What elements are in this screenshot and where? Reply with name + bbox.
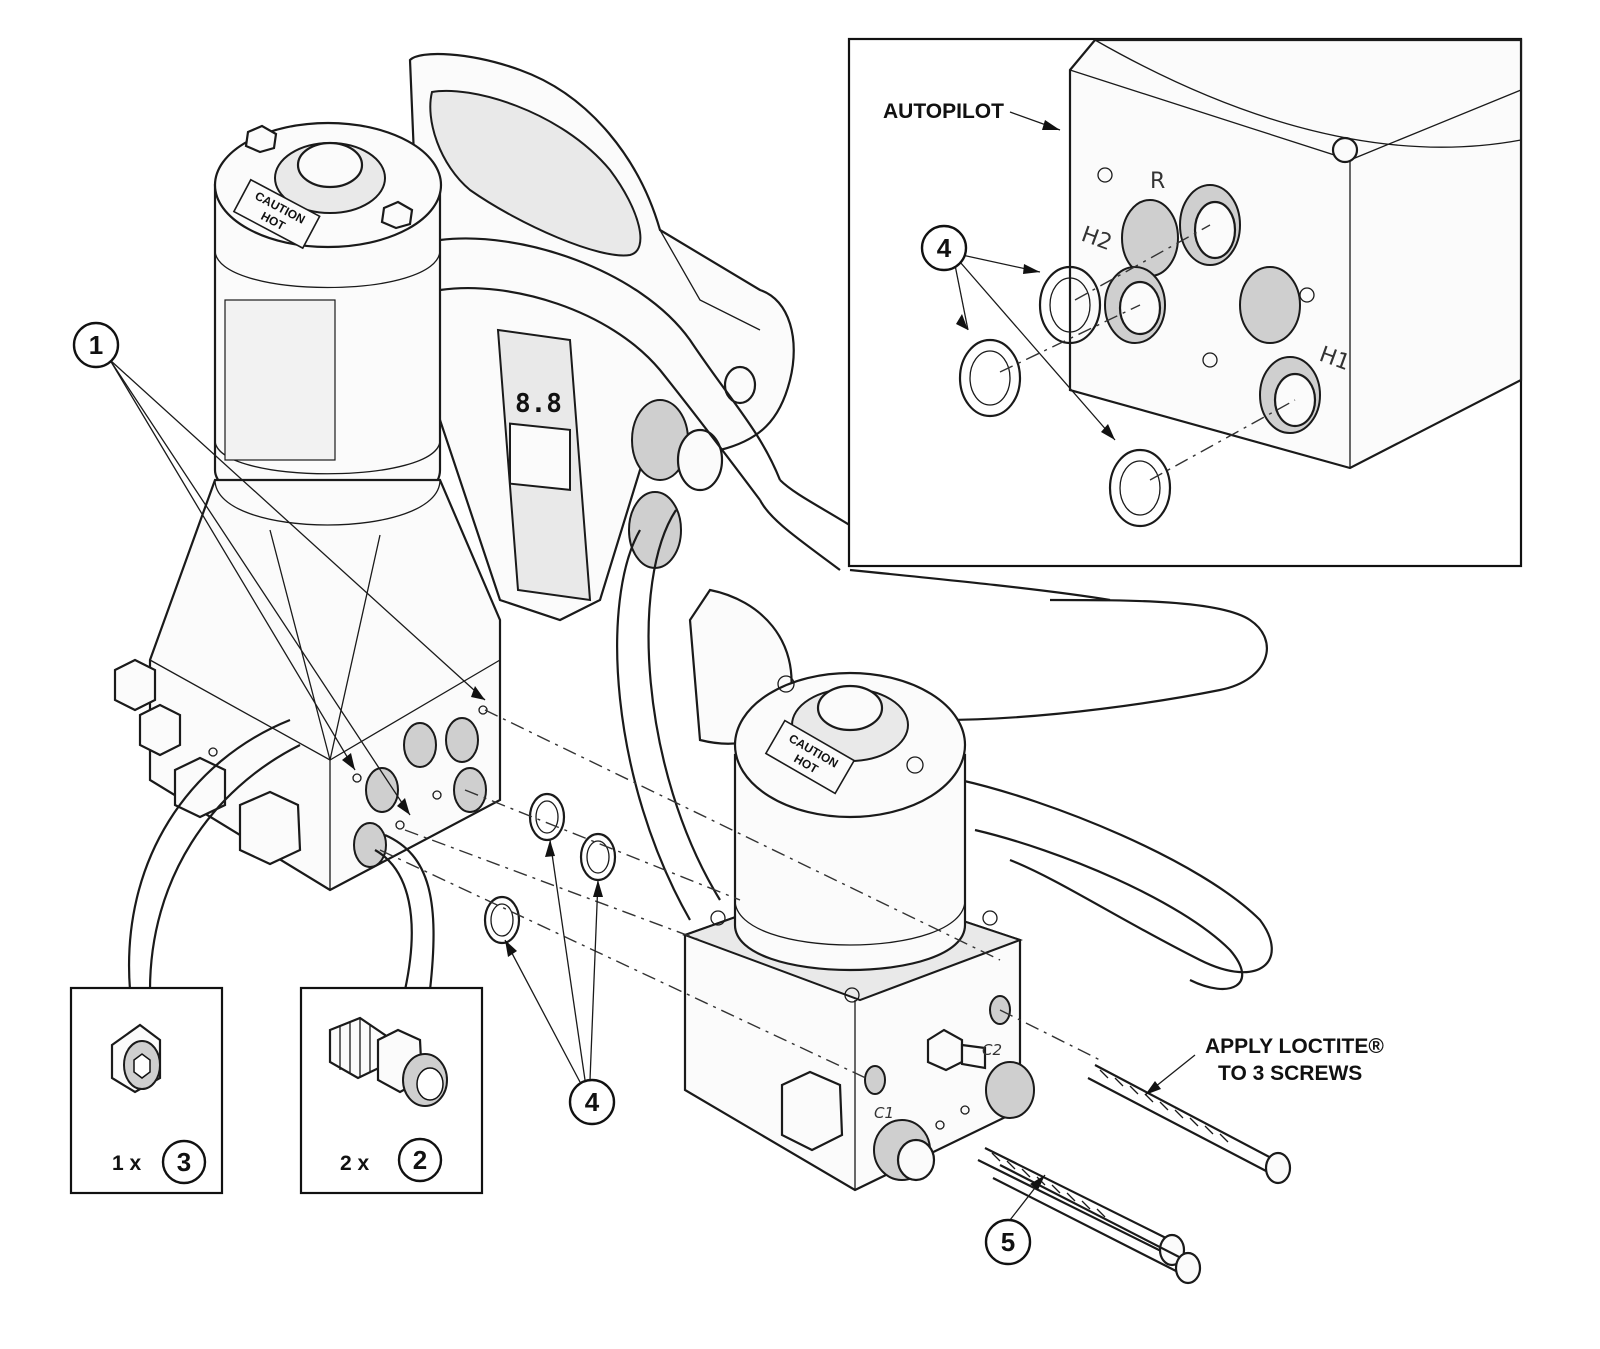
loctite-note: APPLY LOCTITE® TO 3 SCREWS bbox=[1205, 1035, 1384, 1085]
screw-short-a bbox=[977, 1147, 1186, 1267]
detail-box-fitting: 2 x 2 bbox=[299, 986, 484, 1195]
detail-box-plug: 1 x 3 bbox=[69, 986, 224, 1195]
fitting-quantity: 2 x bbox=[340, 1152, 370, 1175]
fitting-c2 bbox=[926, 1028, 1035, 1119]
callout-1: 1 bbox=[72, 321, 120, 369]
svg-text:4: 4 bbox=[585, 1087, 600, 1117]
cable-gland-upper bbox=[631, 399, 724, 492]
autopilot-label: AUTOPILOT bbox=[883, 100, 1004, 123]
port-label-c1: C1 bbox=[874, 1104, 894, 1122]
plug-icon bbox=[110, 1023, 162, 1094]
fitting-c1 bbox=[873, 1119, 936, 1182]
display-readout: 8.8 bbox=[515, 389, 562, 419]
o-ring-middle bbox=[579, 832, 617, 882]
svg-text:TO 3 SCREWS: TO 3 SCREWS bbox=[1218, 1062, 1362, 1085]
port-label-r: R bbox=[1150, 169, 1165, 194]
port-label-c2: C2 bbox=[982, 1041, 1002, 1059]
o-ring-upper bbox=[528, 792, 566, 842]
callout-4-main: 4 bbox=[568, 1078, 616, 1126]
plug-quantity: 1 x bbox=[112, 1152, 142, 1175]
o-ring-lower bbox=[483, 895, 521, 945]
detached-pump: CAUTION HOT C1 C2 bbox=[682, 671, 1035, 1192]
svg-text:APPLY LOCTITE®: APPLY LOCTITE® bbox=[1205, 1035, 1384, 1058]
fitting-icon bbox=[328, 1016, 448, 1107]
cable-gland-lower bbox=[628, 491, 682, 569]
callout-3: 3 bbox=[177, 1147, 191, 1177]
callout-5: 5 bbox=[984, 1218, 1032, 1266]
callout-4-inset: 4 bbox=[937, 233, 952, 263]
inset-o-ring-h1 bbox=[1108, 448, 1172, 528]
screw-short-b bbox=[992, 1164, 1202, 1285]
callout-2: 2 bbox=[413, 1145, 427, 1175]
inset-autopilot-closeup: R H2 H1 4 AUTOPILOT bbox=[847, 37, 1523, 568]
hydraulic-hose bbox=[439, 237, 1273, 990]
inset-o-ring-left bbox=[958, 338, 1022, 418]
svg-text:5: 5 bbox=[1001, 1227, 1015, 1257]
screw-long bbox=[1087, 1064, 1292, 1185]
inset-o-ring-h2 bbox=[1038, 265, 1102, 345]
svg-text:1: 1 bbox=[89, 330, 103, 360]
